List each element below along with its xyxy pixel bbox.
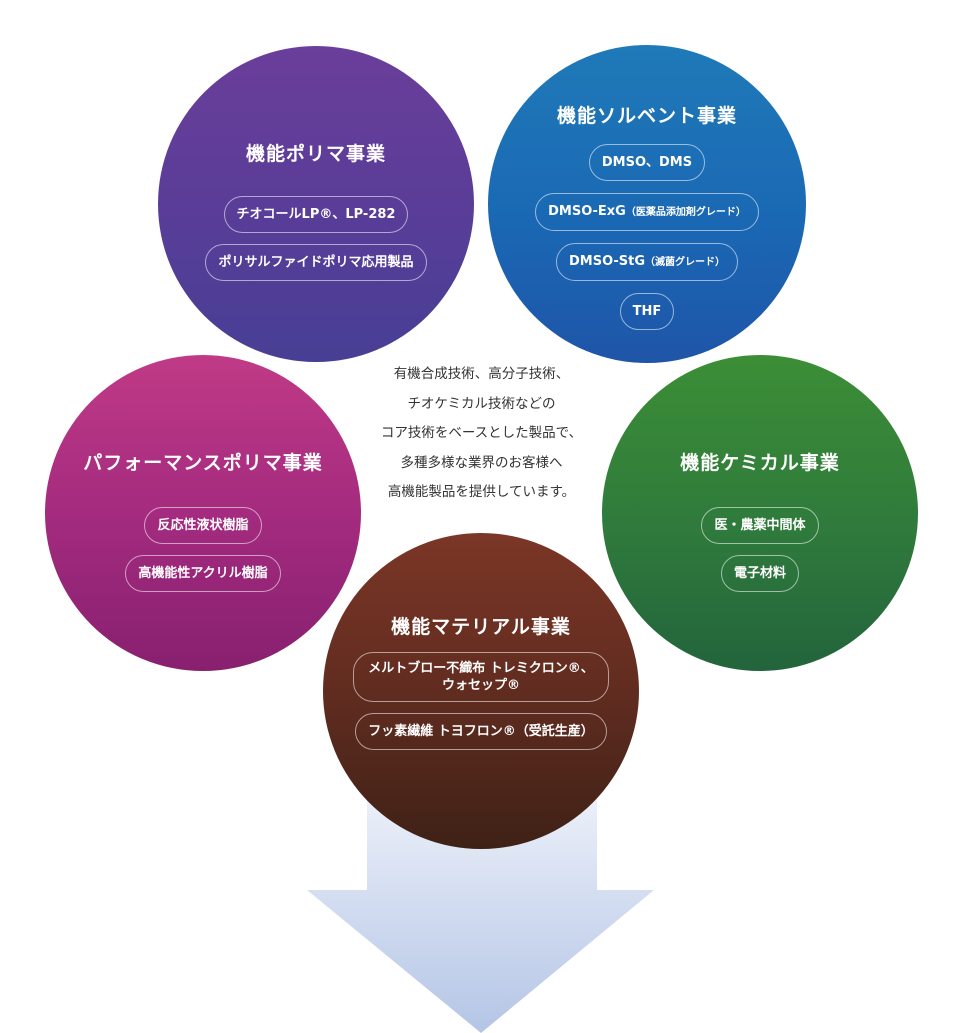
item-list: DMSO、DMS DMSO-ExG（医薬品添加剤グレード） DMSO-StG（滅… <box>488 144 806 342</box>
item-list: 医・農薬中間体 電子材料 <box>602 507 918 603</box>
circle-title: 機能ポリマ事業 <box>245 143 386 165</box>
item-list: 反応性液状樹脂 高機能性アクリル樹脂 <box>45 507 361 603</box>
circle-title: 機能ソルベント事業 <box>556 105 737 127</box>
description-line: チオケミカル技術などの <box>407 395 556 412</box>
description-line: コア技術をベースとした製品で、 <box>380 425 583 441</box>
item-pill[interactable]: DMSO-StG（滅菌グレード） <box>555 243 739 281</box>
item-main: DMSO-StG <box>568 254 646 269</box>
description-line: 多種多様な業界のお客様へ <box>400 454 563 471</box>
item-list: メルトブロー不織布 トレミクロン®、 ウォセップ® フッ素繊維 トヨフロン®（受… <box>323 652 639 761</box>
circle-title: パフォーマンスポリマ事業 <box>83 452 323 474</box>
circle-functional-polymer: 機能ポリマ事業 チオコールLP®、LP-282 ポリサルファイドポリマ応用製品 <box>158 46 474 362</box>
item-list: チオコールLP®、LP-282 ポリサルファイドポリマ応用製品 <box>158 196 474 292</box>
item-pill[interactable]: DMSO-ExG（医薬品添加剤グレード） <box>535 193 759 231</box>
item-line: ウォセップ® <box>441 678 520 693</box>
circle-functional-material: 機能マテリアル事業 メルトブロー不織布 トレミクロン®、 ウォセップ® フッ素繊… <box>323 533 639 849</box>
circle-performance-polymer: パフォーマンスポリマ事業 反応性液状樹脂 高機能性アクリル樹脂 <box>45 355 361 671</box>
item-sub: （医薬品添加剤グレード） <box>625 207 746 218</box>
description-line: 高機能製品を提供しています。 <box>387 484 576 500</box>
item-line: メルトブロー不織布 トレミクロン®、 <box>368 661 594 676</box>
circle-title: 機能マテリアル事業 <box>391 616 571 638</box>
item-pill[interactable]: 高機能性アクリル樹脂 <box>125 555 281 592</box>
item-pill[interactable]: DMSO、DMS <box>588 144 706 181</box>
item-pill[interactable]: THF <box>619 293 675 330</box>
item-pill[interactable]: フッ素繊維 トヨフロン®（受託生産） <box>355 713 607 750</box>
item-pill[interactable]: 電子材料 <box>720 555 799 592</box>
item-pill[interactable]: チオコールLP®、LP-282 <box>223 196 409 233</box>
item-pill[interactable]: ポリサルファイドポリマ応用製品 <box>205 244 427 281</box>
circle-functional-solvent: 機能ソルベント事業 DMSO、DMS DMSO-ExG（医薬品添加剤グレード） … <box>488 45 806 363</box>
circle-title: 機能ケミカル事業 <box>680 452 840 474</box>
item-sub: （滅菌グレード） <box>645 257 726 268</box>
center-description: 有機合成技術、高分子技術、 チオケミカル技術などの コア技術をベースとした製品で… <box>353 360 610 508</box>
description-line: 有機合成技術、高分子技術、 <box>393 366 570 382</box>
item-pill[interactable]: 医・農薬中間体 <box>701 507 819 544</box>
item-pill[interactable]: メルトブロー不織布 トレミクロン®、 ウォセップ® <box>353 652 609 702</box>
item-pill[interactable]: 反応性液状樹脂 <box>144 507 262 544</box>
item-main: DMSO-ExG <box>548 204 626 219</box>
circle-functional-chemical: 機能ケミカル事業 医・農薬中間体 電子材料 <box>602 355 918 671</box>
